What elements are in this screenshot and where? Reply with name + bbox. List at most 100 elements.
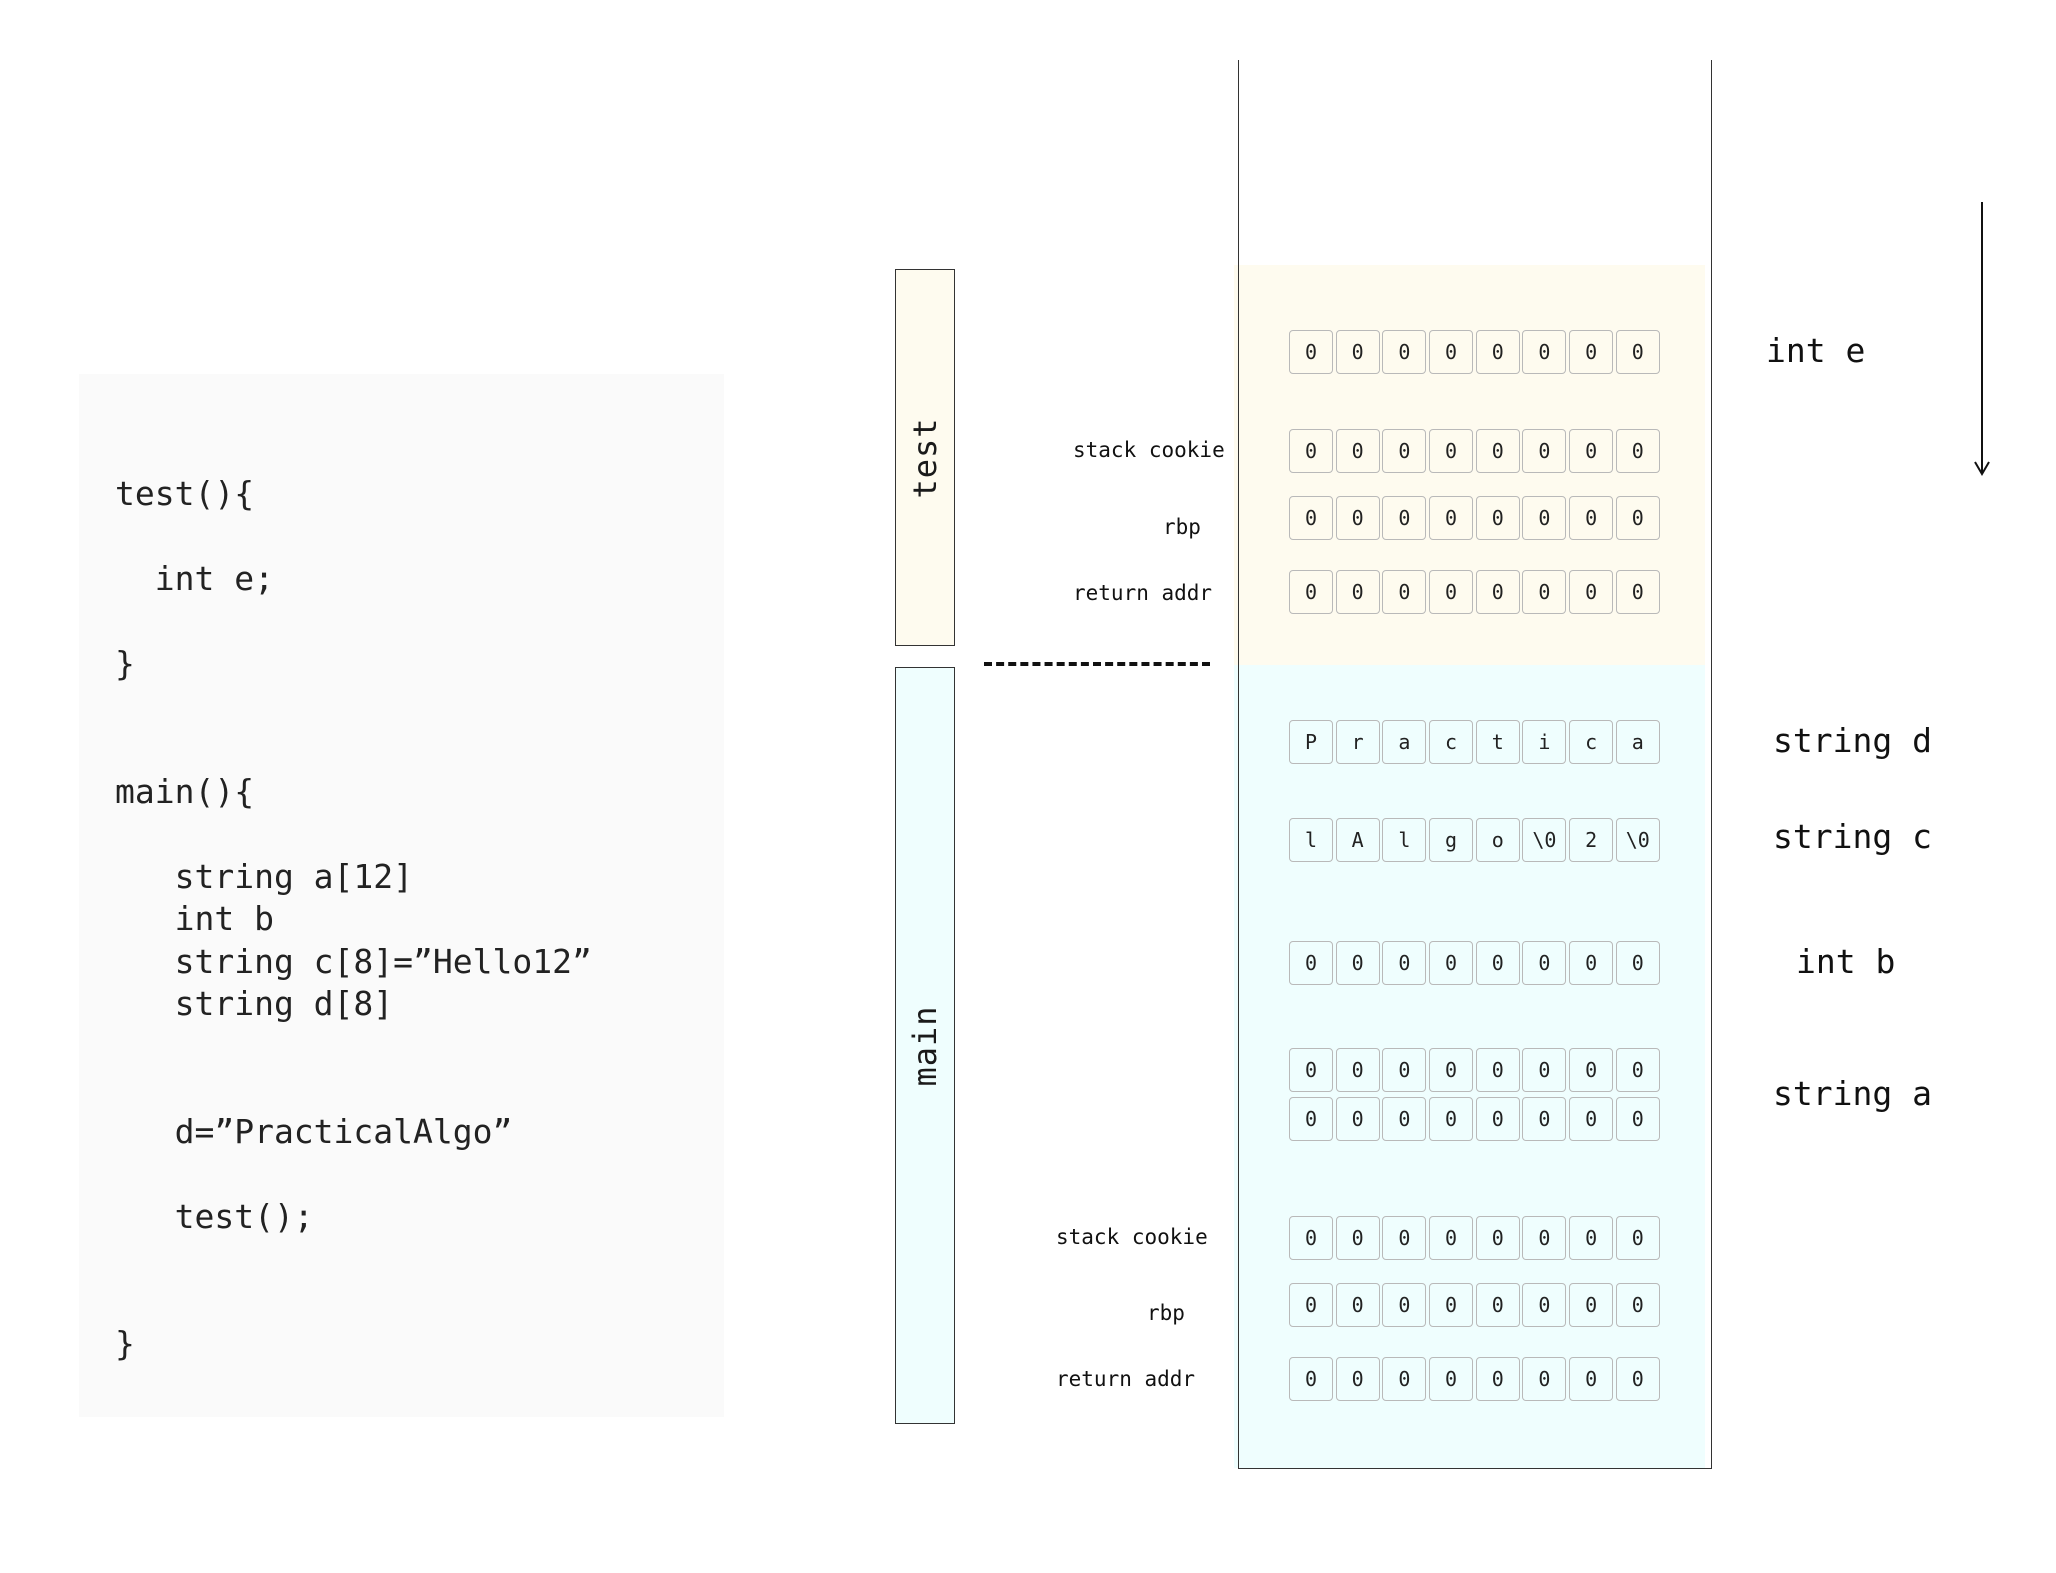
test-frame-label: test xyxy=(906,416,944,499)
memory-cell: 0 xyxy=(1475,429,1520,473)
memory-cell: 0 xyxy=(1429,570,1474,614)
code-line-string-c: string c[8]=”Hello12” xyxy=(115,942,592,981)
memory-cell: 0 xyxy=(1335,429,1380,473)
memory-cell: 0 xyxy=(1615,429,1660,473)
memory-cell: 0 xyxy=(1429,1048,1474,1092)
memory-cell: A xyxy=(1335,818,1380,862)
memory-cell: 2 xyxy=(1569,818,1614,862)
memory-cell: 0 xyxy=(1429,1283,1474,1327)
code-line-main-close: } xyxy=(115,1324,135,1363)
memory-cell: 0 xyxy=(1569,1216,1614,1260)
code-line-main-open: main(){ xyxy=(115,772,255,811)
memory-cell: 0 xyxy=(1382,496,1427,540)
memory-cell: r xyxy=(1335,720,1380,764)
var-label-int-e: int e xyxy=(1766,331,1866,370)
memory-cell: 0 xyxy=(1429,1097,1474,1141)
code-panel xyxy=(79,374,724,1417)
memory-cell: 0 xyxy=(1335,496,1380,540)
memory-cell: 0 xyxy=(1569,570,1614,614)
memory-cell: \0 xyxy=(1615,818,1660,862)
memory-cell: 0 xyxy=(1429,330,1474,374)
memory-cell: 0 xyxy=(1475,496,1520,540)
stack-growth-arrow-icon xyxy=(1974,202,1990,476)
memory-cell: l xyxy=(1382,818,1427,862)
memory-cell: 0 xyxy=(1289,1097,1333,1141)
memory-cell: 0 xyxy=(1615,1283,1660,1327)
memory-cell: 0 xyxy=(1522,496,1567,540)
memory-cell: 0 xyxy=(1335,570,1380,614)
code-line-test-close: } xyxy=(115,644,135,683)
var-label-int-b: int b xyxy=(1796,942,1896,981)
main-frame-bar: main xyxy=(895,667,955,1424)
memory-cell: 0 xyxy=(1615,1048,1660,1092)
memory-cell: 0 xyxy=(1569,496,1614,540)
slot-label-main-cookie: stack cookie xyxy=(1056,1225,1208,1249)
var-label-string-c: string c xyxy=(1773,817,1932,856)
memory-cell: 0 xyxy=(1335,1216,1380,1260)
memory-cell: c xyxy=(1569,720,1614,764)
main-frame-region xyxy=(1234,665,1705,1468)
memory-cell: 0 xyxy=(1522,570,1567,614)
memory-cell: 0 xyxy=(1569,941,1614,985)
memory-cell: 0 xyxy=(1522,330,1567,374)
memory-cell: 0 xyxy=(1615,496,1660,540)
memory-cell: 0 xyxy=(1289,1357,1333,1401)
memory-cell: 0 xyxy=(1569,1283,1614,1327)
memory-cell: 0 xyxy=(1522,1357,1567,1401)
memory-cell: 0 xyxy=(1382,1097,1427,1141)
slot-label-test-rbp: rbp xyxy=(1163,515,1201,539)
memory-cell: 0 xyxy=(1615,941,1660,985)
memory-cell: 0 xyxy=(1382,330,1427,374)
memory-cell: t xyxy=(1475,720,1520,764)
memory-cell: g xyxy=(1429,818,1474,862)
memory-cell: 0 xyxy=(1522,1048,1567,1092)
memory-cell: 0 xyxy=(1475,330,1520,374)
memory-cell: P xyxy=(1289,720,1333,764)
memory-cell: 0 xyxy=(1289,941,1333,985)
memory-cell: 0 xyxy=(1475,570,1520,614)
memory-cell: 0 xyxy=(1289,1216,1333,1260)
memory-cell: 0 xyxy=(1615,1357,1660,1401)
frame-boundary-dashes xyxy=(984,662,1210,666)
memory-cell: a xyxy=(1382,720,1427,764)
memory-cell: 0 xyxy=(1429,941,1474,985)
memory-cell: 0 xyxy=(1289,330,1333,374)
code-line-int-b: int b xyxy=(115,899,274,938)
memory-cell: 0 xyxy=(1289,570,1333,614)
memory-cell: l xyxy=(1289,818,1333,862)
memory-cell: 0 xyxy=(1475,941,1520,985)
memory-cell: 0 xyxy=(1289,496,1333,540)
memory-cell: i xyxy=(1522,720,1567,764)
memory-cell: 0 xyxy=(1475,1097,1520,1141)
memory-cell: 0 xyxy=(1382,429,1427,473)
memory-cell: 0 xyxy=(1475,1283,1520,1327)
memory-cell: 0 xyxy=(1475,1048,1520,1092)
memory-cell: 0 xyxy=(1382,941,1427,985)
memory-cell: 0 xyxy=(1382,1048,1427,1092)
memory-cell: 0 xyxy=(1615,330,1660,374)
memory-cell: 0 xyxy=(1335,1097,1380,1141)
stack-left-wall xyxy=(1238,60,1239,1469)
memory-cell: 0 xyxy=(1475,1216,1520,1260)
code-line-call-test: test(); xyxy=(115,1197,314,1236)
memory-cell: \0 xyxy=(1522,818,1567,862)
code-line-string-d: string d[8] xyxy=(115,984,394,1023)
code-line-assign-d: d=”PracticalAlgo” xyxy=(115,1112,513,1151)
code-line-string-a: string a[12] xyxy=(115,857,414,896)
memory-cell: 0 xyxy=(1335,1357,1380,1401)
memory-cell: 0 xyxy=(1382,1357,1427,1401)
memory-cell: 0 xyxy=(1522,429,1567,473)
var-label-string-d: string d xyxy=(1773,721,1932,760)
slot-label-test-cookie: stack cookie xyxy=(1073,438,1225,462)
